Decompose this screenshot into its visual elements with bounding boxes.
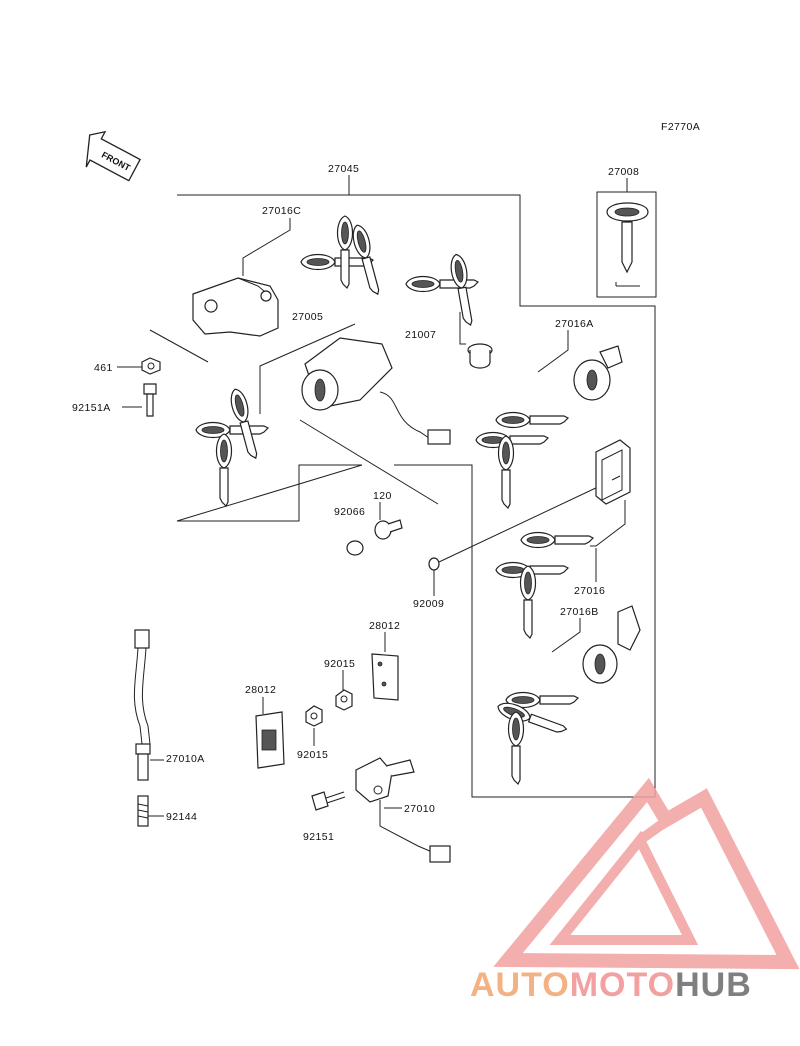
watermark-part-auto: AUTO [470, 966, 570, 1004]
bolt-92151A-icon [143, 383, 157, 417]
label-92009: 92009 [413, 598, 444, 610]
nut-92015-top-icon [335, 689, 353, 711]
label-28012-left: 28012 [245, 684, 276, 696]
label-92015-bottom: 92015 [297, 749, 328, 761]
label-92151: 92151 [303, 831, 334, 843]
key-pair-27005-icon [195, 386, 269, 507]
label-92066: 92066 [334, 506, 365, 518]
label-28012-top: 28012 [369, 620, 400, 632]
nut-92015-bottom-icon [305, 705, 323, 727]
bolt-92151-icon [311, 791, 346, 811]
lock-27016-icon [595, 439, 631, 505]
label-27010: 27010 [404, 803, 435, 815]
switch-27010-icon [355, 757, 451, 863]
key-27008-icon [606, 202, 649, 287]
label-92151A: 92151A [72, 402, 111, 414]
plate-28012-left-icon [255, 711, 285, 769]
label-27016C: 27016C [262, 205, 301, 217]
plate-28012-top-icon [371, 653, 399, 701]
label-461: 461 [94, 362, 113, 374]
cap-21007-icon [467, 343, 493, 369]
sensor-27010A-icon [133, 629, 151, 781]
watermark-text: AUTOMOTOHUB [470, 966, 752, 1004]
key-pair-21007-icon [405, 252, 479, 328]
lock-27016B-icon [582, 605, 641, 684]
spring-92144-icon [137, 795, 149, 827]
kit-outline-27045 [176, 194, 656, 798]
label-27016: 27016 [574, 585, 605, 597]
label-92144: 92144 [166, 811, 197, 823]
front-arrow-icon: FRONT [85, 130, 142, 182]
screw-120-icon [374, 519, 403, 540]
watermark-part-moto: MOTO [570, 966, 675, 1004]
label-92015-top: 92015 [324, 658, 355, 670]
lock-27016A-icon [573, 345, 623, 401]
screw-92009-icon [428, 485, 601, 571]
nut-461-icon [141, 357, 161, 375]
label-27005: 27005 [292, 311, 323, 323]
watermark-part-hub: HUB [675, 966, 752, 1004]
label-21007: 21007 [405, 329, 436, 341]
ignition-switch-27005-icon [301, 337, 451, 445]
key-pair-27016B-icon [494, 691, 579, 785]
label-27045: 27045 [328, 163, 359, 175]
figure-code: F2770A [661, 121, 700, 133]
key-pair-27016C-icon [300, 215, 384, 298]
label-27016B: 27016B [560, 606, 599, 618]
label-120: 120 [373, 490, 392, 502]
label-27010A: 27010A [166, 753, 205, 765]
label-27016A: 27016A [555, 318, 594, 330]
key-pair-27016A-icon [475, 411, 569, 509]
seat-lock-housing-icon [192, 277, 279, 337]
washer-92066-icon [346, 540, 364, 556]
watermark-logo-icon [493, 777, 800, 970]
label-27008: 27008 [608, 166, 639, 178]
